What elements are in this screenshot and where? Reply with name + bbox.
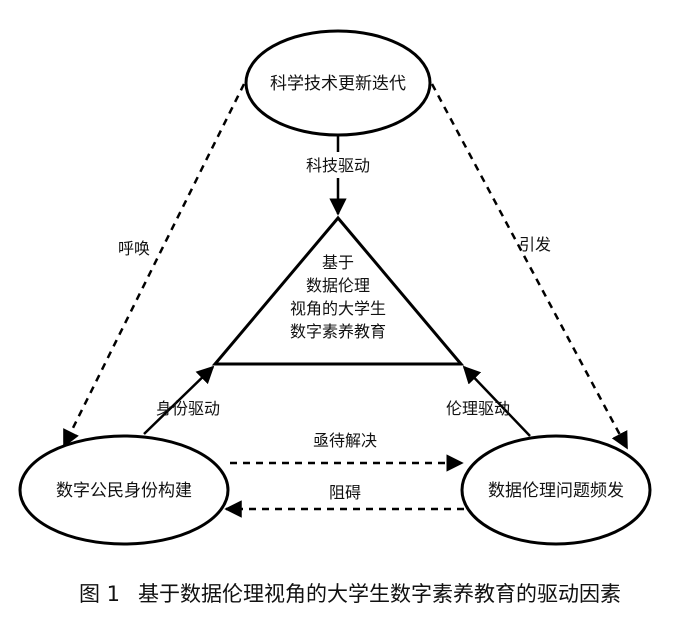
center-triangle: 基于 数据伦理 视角的大学生 数字素养教育 [211,215,465,366]
center-line-2: 数据伦理 [306,276,370,295]
arrow-top-to-right-dashed [430,83,629,450]
figure-number: 图 1 [78,582,121,606]
driving-factors-diagram: 科学技术更新迭代 数字公民身份构建 数据伦理问题频发 基于 数据伦理 视角的大学… [18,29,652,546]
node-digital-citizen-identity: 数字公民身份构建 [18,434,230,546]
node-tech-iteration-label: 科学技术更新迭代 [270,74,406,94]
edge-label-bg-top [283,152,393,178]
edge-label-identity-drive: 身份驱动 [156,399,220,418]
edge-label-urgent-solve: 亟待解决 [313,431,377,450]
node-digital-citizen-identity-label: 数字公民身份构建 [56,481,192,501]
figure-caption: 图 1 基于数据伦理视角的大学生数字素养教育的驱动因素 [0,578,700,608]
edge-label-hinder: 阻碍 [329,483,361,502]
node-data-ethics-problems: 数据伦理问题频发 [460,434,652,546]
edge-label-call-for: 呼唤 [118,239,150,258]
node-tech-iteration: 科学技术更新迭代 [244,29,432,137]
center-line-4: 数字素养教育 [290,322,386,341]
node-data-ethics-problems-label: 数据伦理问题频发 [488,481,624,501]
figure-caption-text: 基于数据伦理视角的大学生数字素养教育的驱动因素 [138,582,622,606]
edge-label-trigger: 引发 [519,235,551,254]
edge-label-tech-drive: 科技驱动 [306,156,370,175]
arrow-top-to-left-dashed [62,83,246,448]
center-line-1: 基于 [322,253,354,272]
arrow-left-to-center [143,365,215,435]
edge-label-ethics-drive: 伦理驱动 [446,399,510,418]
center-line-3: 视角的大学生 [290,299,386,318]
arrow-right-to-center [462,365,531,437]
